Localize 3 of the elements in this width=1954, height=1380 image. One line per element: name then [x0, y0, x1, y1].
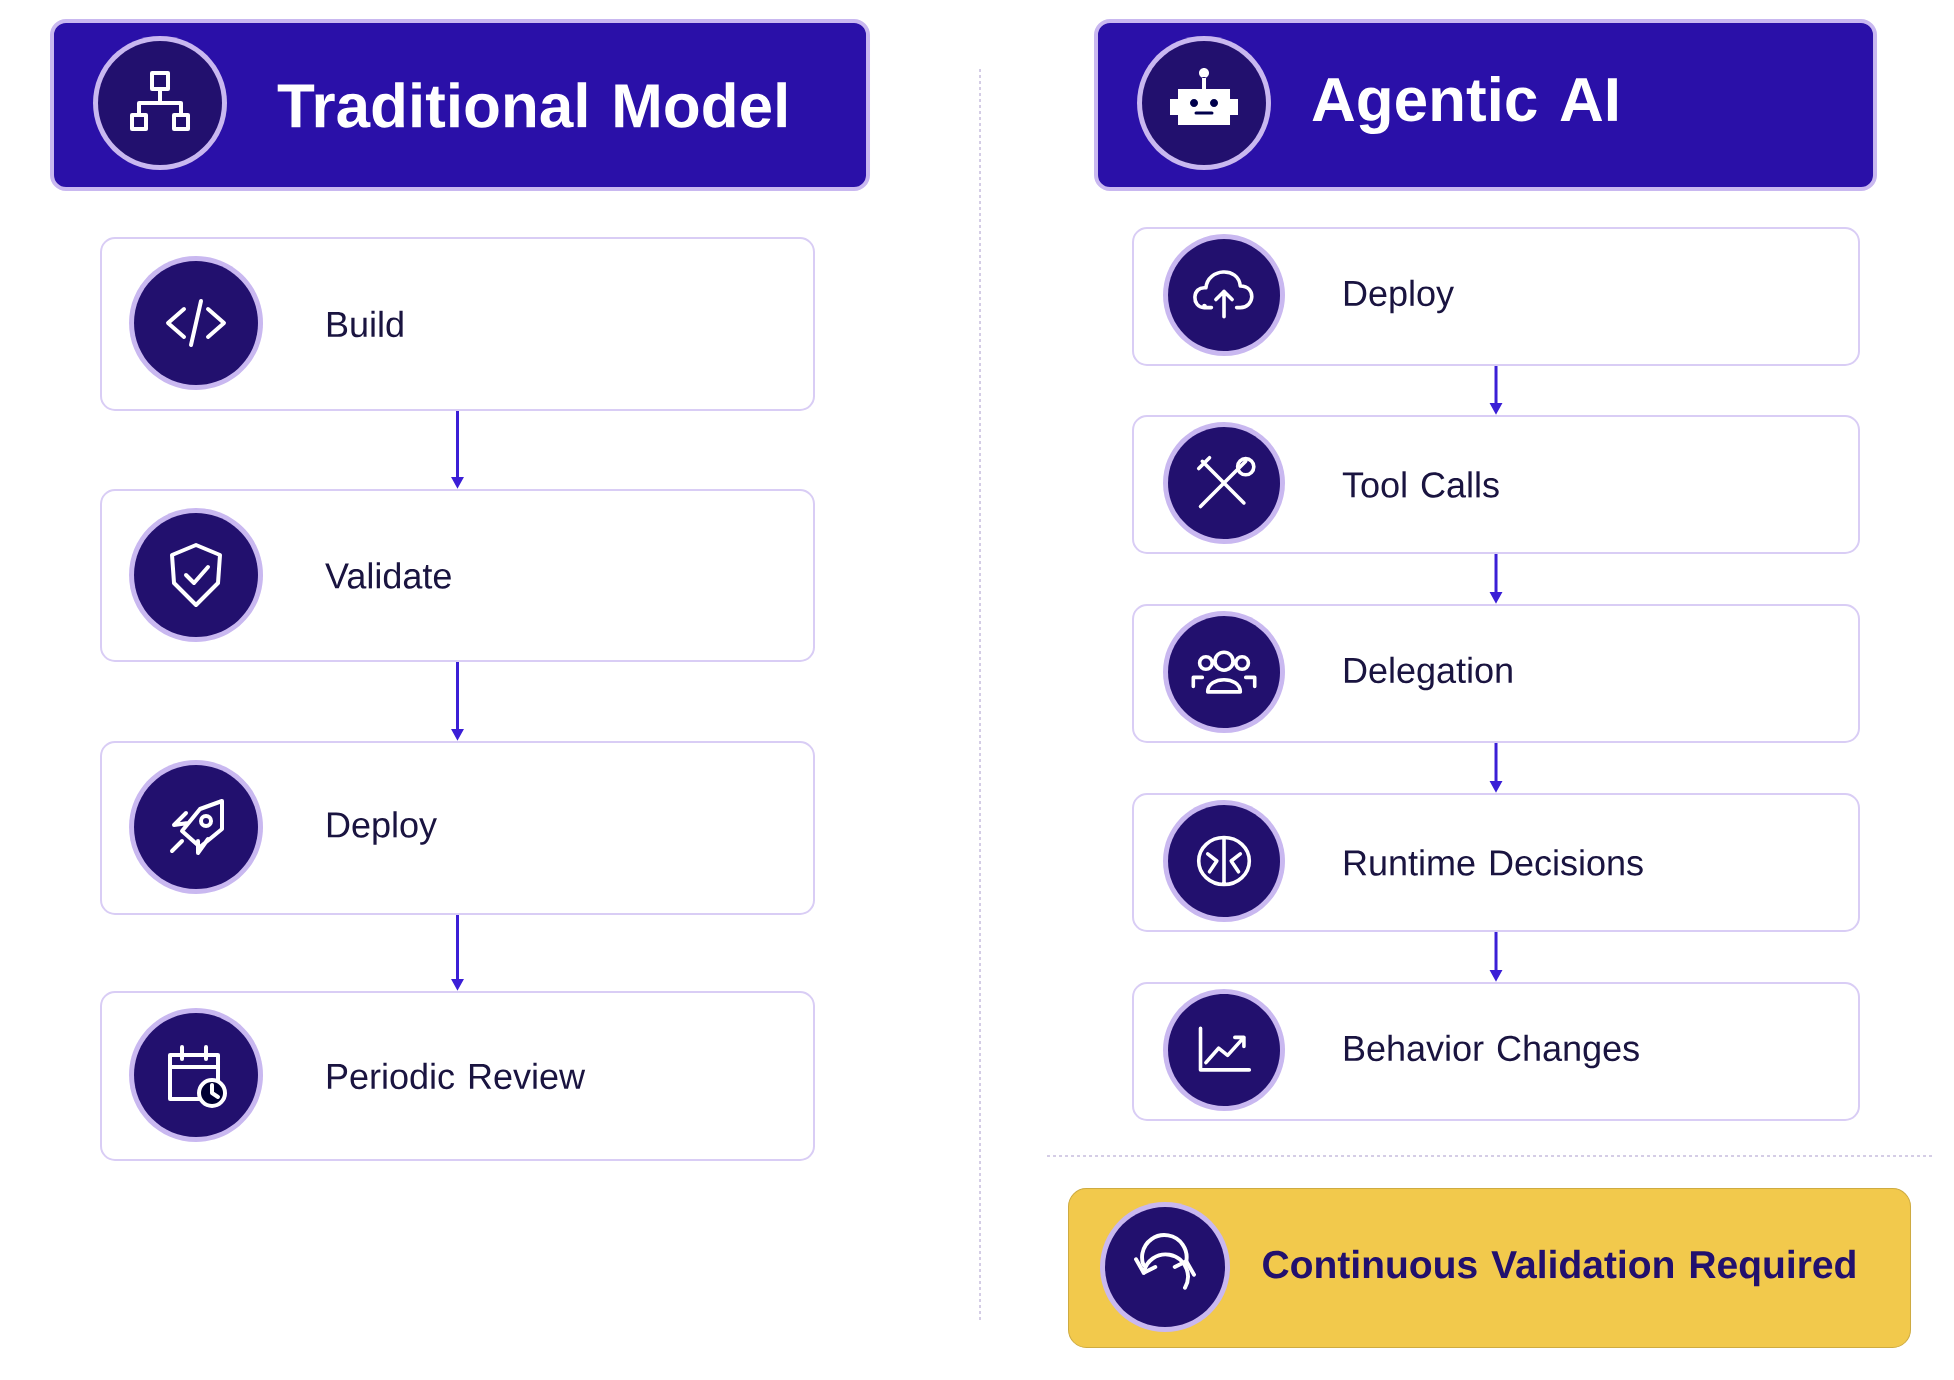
header-banner: Agentic AI — [1094, 19, 1877, 191]
callout-banner: Continuous Validation Required — [1068, 1188, 1911, 1348]
header-banner: Traditional Model — [50, 19, 870, 191]
